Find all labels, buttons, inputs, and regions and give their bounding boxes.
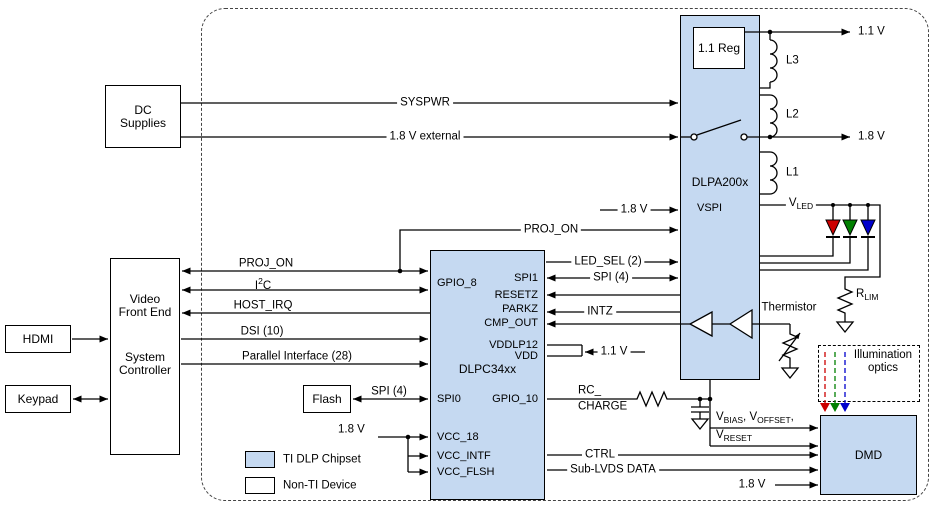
pin-resetz: RESETZ xyxy=(494,289,538,301)
pin-vddlp12: VDDLP12 xyxy=(489,339,538,351)
pin-vcc-18: VCC_18 xyxy=(437,431,479,443)
illumination-optics-label: Illumination optics xyxy=(853,349,913,374)
label-sub-lvds: Sub-LVDS DATA xyxy=(567,463,659,477)
reg-1v1-box: 1.1 Reg xyxy=(693,27,745,69)
dlpc-title: DLPC34xx xyxy=(458,362,517,376)
pin-vspi: VSPI xyxy=(697,202,723,214)
pin-gpio-8: GPIO_8 xyxy=(437,277,477,289)
pin-vcc-flsh: VCC_FLSH xyxy=(437,466,495,478)
label-dsi: DSI (10) xyxy=(240,325,284,338)
label-syspwr: SYSPWR xyxy=(397,96,453,110)
legend-nonti-swatch xyxy=(245,477,275,494)
label-spi4-flash: SPI (4) xyxy=(371,385,407,398)
legend-ti-swatch xyxy=(245,451,275,468)
label-vled: VLED xyxy=(785,196,817,214)
chipset-boundary xyxy=(201,8,929,501)
label-rc-line1: RC_ xyxy=(578,384,602,397)
label-i2c: I2C xyxy=(254,276,272,292)
hdmi-box: HDMI xyxy=(5,325,71,353)
video-front-end-label: Video Front End xyxy=(118,292,172,319)
legend-nonti-label: Non-TI Device xyxy=(283,479,357,492)
system-controller-label: System Controller xyxy=(118,350,172,377)
label-proj-on-top: PROJ_ON xyxy=(520,223,582,237)
pin-spi1: SPI1 xyxy=(514,272,538,284)
label-intz: INTZ xyxy=(584,305,616,319)
pin-cmp-out: CMP_OUT xyxy=(484,317,538,329)
dmd-box: DMD xyxy=(820,415,917,495)
label-l2: L2 xyxy=(786,108,799,121)
label-thermistor: Thermistor xyxy=(761,301,817,314)
label-1v1-rail: 1.1 V xyxy=(858,25,885,38)
label-vspi-1v8: 1.8 V xyxy=(617,203,651,217)
dlpc34xx-box: GPIO_8 SPI1 RESETZ PARKZ CMP_OUT VDDLP12… xyxy=(430,250,545,500)
legend-ti-label: TI DLP Chipset xyxy=(283,453,361,466)
label-host-irq: HOST_IRQ xyxy=(233,299,293,312)
pin-vdd: VDD xyxy=(514,350,538,362)
label-1v8-external: 1.8 V external xyxy=(386,130,464,144)
label-parallel-if: Parallel Interface (28) xyxy=(242,350,352,363)
label-vreset: VRESET xyxy=(716,428,753,444)
label-1v8-rail: 1.8 V xyxy=(858,130,885,143)
label-spi4-right: SPI (4) xyxy=(590,271,632,285)
pin-spi0: SPI0 xyxy=(437,393,461,405)
dlpa-title: DLPA200x xyxy=(691,175,749,189)
label-ctrl: CTRL xyxy=(581,448,619,462)
label-vcc-1v8: 1.8 V xyxy=(338,423,365,436)
dc-supplies-box: DC Supplies xyxy=(105,85,181,148)
label-rlim: RLIM xyxy=(856,287,879,303)
label-l3: L3 xyxy=(786,54,799,67)
pin-parkz: PARKZ xyxy=(502,303,538,315)
label-rc-line2: CHARGE xyxy=(578,400,628,413)
pin-gpio-10: GPIO_10 xyxy=(492,393,538,405)
pin-vcc-intf: VCC_INTF xyxy=(437,450,491,462)
label-vdd-1v1: 1.1 V xyxy=(597,345,631,359)
keypad-box: Keypad xyxy=(5,385,71,413)
video-front-end-box: Video Front End System Controller xyxy=(110,258,180,455)
dlpa200x-box: 1.1 Reg DLPA200x VSPI xyxy=(680,15,760,380)
label-vbias-voffset: VBIAS, VOFFSET, xyxy=(716,410,794,426)
flash-box: Flash xyxy=(303,385,351,413)
label-proj-on-left: PROJ_ON xyxy=(238,257,294,270)
illumination-optics-box: Illumination optics xyxy=(818,345,920,402)
label-led-sel: LED_SEL (2) xyxy=(571,255,645,269)
label-dmd-1v8: 1.8 V xyxy=(735,478,769,492)
label-l1: L1 xyxy=(786,166,799,179)
